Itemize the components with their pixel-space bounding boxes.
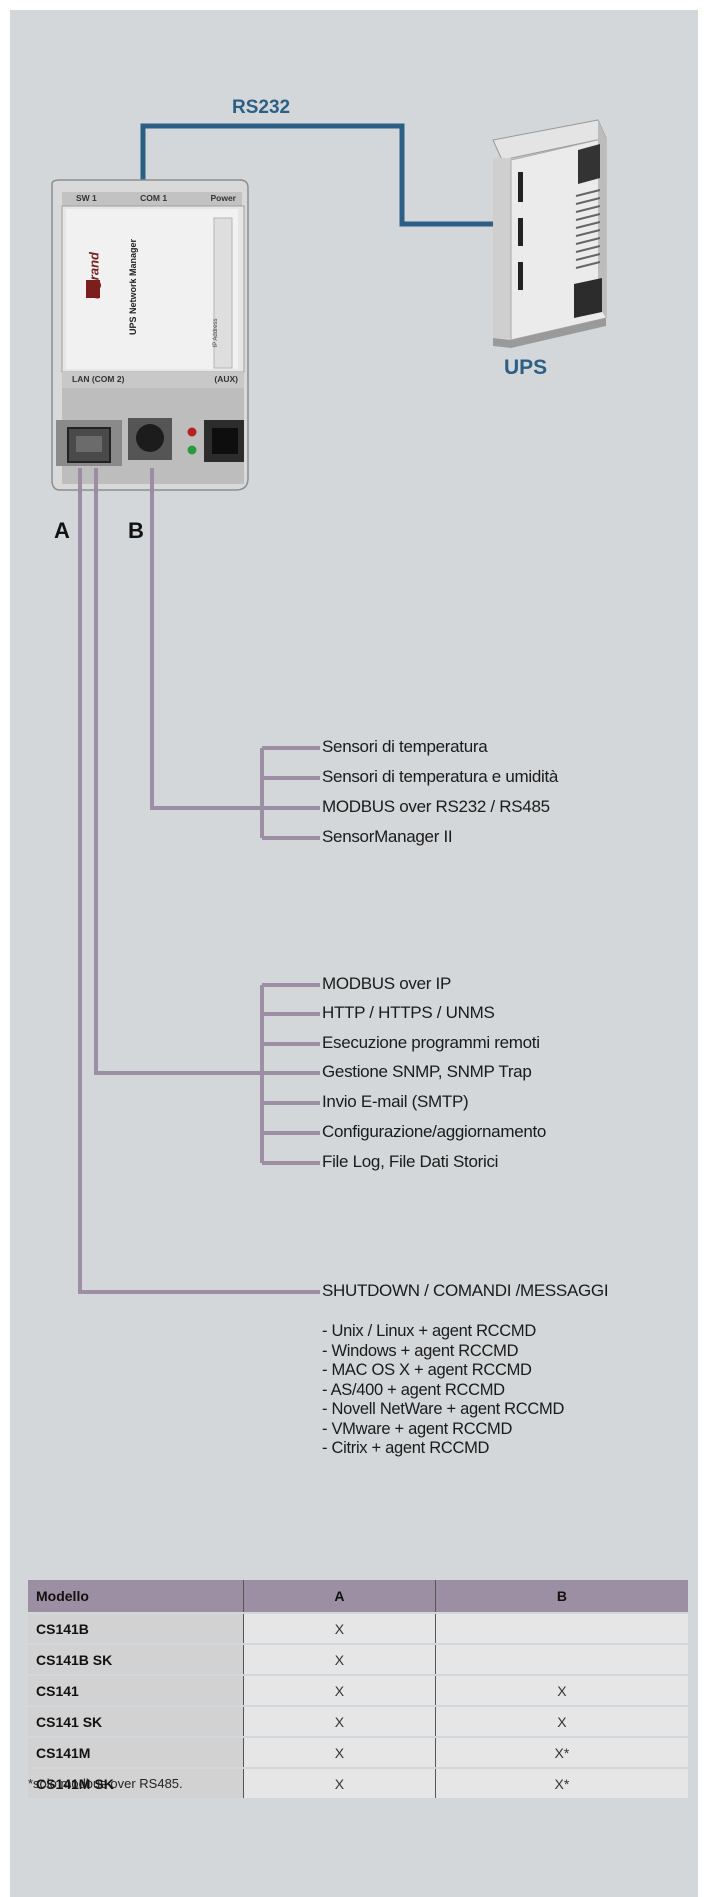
group-a-item: HTTP / HTTPS / UNMS xyxy=(322,1003,495,1022)
connector-b xyxy=(150,468,262,810)
aux-label: (AUX) xyxy=(214,374,238,384)
column-header-b: B xyxy=(434,1580,688,1613)
table-row: CS141M X X* xyxy=(28,1736,688,1768)
cell-b: X* xyxy=(434,1767,688,1798)
device-brand: legrand xyxy=(86,252,102,299)
os-item: - Unix / Linux + agent RCCMD xyxy=(322,1322,536,1340)
cell-b xyxy=(434,1612,688,1644)
cell-a: X xyxy=(243,1674,436,1706)
rs232-label: RS232 xyxy=(232,97,291,118)
connector-shutdown xyxy=(78,468,320,1294)
os-item: - Novell NetWare + agent RCCMD xyxy=(322,1400,565,1418)
group-b-item: Sensori di temperatura xyxy=(322,737,488,756)
table-row: CS141M SK X X* xyxy=(28,1767,688,1798)
table-row: CS141B SK X xyxy=(28,1643,688,1675)
ip-address-label: IP Address xyxy=(213,318,219,348)
cell-a: X xyxy=(243,1705,436,1737)
cell-b xyxy=(434,1643,688,1675)
cell-b: X xyxy=(434,1705,688,1737)
cell-b: X* xyxy=(434,1736,688,1768)
group-a-item: MODBUS over IP xyxy=(322,974,451,993)
cell-a: X xyxy=(243,1643,436,1675)
table-header-row: Modello A B xyxy=(28,1580,688,1613)
os-item: - AS/400 + agent RCCMD xyxy=(322,1380,505,1399)
os-item: - Citrix + agent RCCMD xyxy=(322,1439,490,1457)
sw1-label: SW 1 xyxy=(76,193,97,203)
cell-b: X xyxy=(434,1674,688,1706)
device-top-labels: SW 1 COM 1 Power xyxy=(76,193,236,203)
table-row: CS141 SK X X xyxy=(28,1705,688,1737)
table-row: CS141 X X xyxy=(28,1674,688,1706)
cell-model: CS141 xyxy=(28,1674,244,1706)
os-item: - VMware + agent RCCMD xyxy=(322,1419,513,1438)
device-product: UPS Network Manager xyxy=(128,238,138,336)
group-a-item: Configurazione/aggiornamento xyxy=(322,1122,547,1141)
cell-model: CS141B SK xyxy=(28,1643,244,1675)
device-bottom-labels: LAN (COM 2) (AUX) xyxy=(72,374,238,384)
ups-label: UPS xyxy=(504,356,548,379)
cell-model: CS141M xyxy=(28,1736,244,1768)
cell-a: X xyxy=(243,1736,436,1768)
group-a-item: Esecuzione programmi remoti xyxy=(322,1033,540,1052)
cell-model: CS141B xyxy=(28,1612,244,1644)
column-header-modello: Modello xyxy=(28,1580,244,1613)
group-b-item: Sensori di temperatura e umidità xyxy=(322,767,559,786)
footnote: *solo modbus over RS485. xyxy=(28,1776,183,1791)
group-b-item: MODBUS over RS232 / RS485 xyxy=(322,797,550,816)
os-item: - Windows + agent RCCMD xyxy=(322,1341,519,1360)
port-a-label: A xyxy=(54,518,70,543)
table-row: CS141B X xyxy=(28,1612,688,1644)
shutdown-label: SHUTDOWN / COMANDI /MESSAGGI xyxy=(322,1281,609,1300)
os-list: - Unix / Linux + agent RCCMD - Windows +… xyxy=(322,1322,564,1459)
os-item: - MAC OS X + agent RCCMD xyxy=(322,1361,532,1379)
connector-a xyxy=(94,468,262,1075)
group-a-item: Gestione SNMP, SNMP Trap xyxy=(322,1062,532,1081)
network-device xyxy=(51,179,249,491)
group-a-item: Invio E-mail (SMTP) xyxy=(322,1092,469,1111)
power-label: Power xyxy=(210,193,236,203)
lan-label: LAN (COM 2) xyxy=(72,374,125,384)
cell-a: X xyxy=(243,1767,436,1798)
com1-label: COM 1 xyxy=(140,193,168,203)
cell-a: X xyxy=(243,1612,436,1644)
rs232-cable xyxy=(140,123,494,227)
compatibility-table: Modello A B CS141B X CS141B SK X CS141 X… xyxy=(28,1580,688,1798)
cell-model: CS141M SK xyxy=(28,1767,244,1798)
cell-model: CS141 SK xyxy=(28,1705,244,1737)
column-header-a: A xyxy=(243,1580,436,1613)
group-b-item: SensorManager II xyxy=(322,827,453,846)
group-a-item: File Log, File Dati Storici xyxy=(322,1152,499,1171)
port-b-label: B xyxy=(128,518,144,543)
ups-cabinet xyxy=(492,119,607,348)
